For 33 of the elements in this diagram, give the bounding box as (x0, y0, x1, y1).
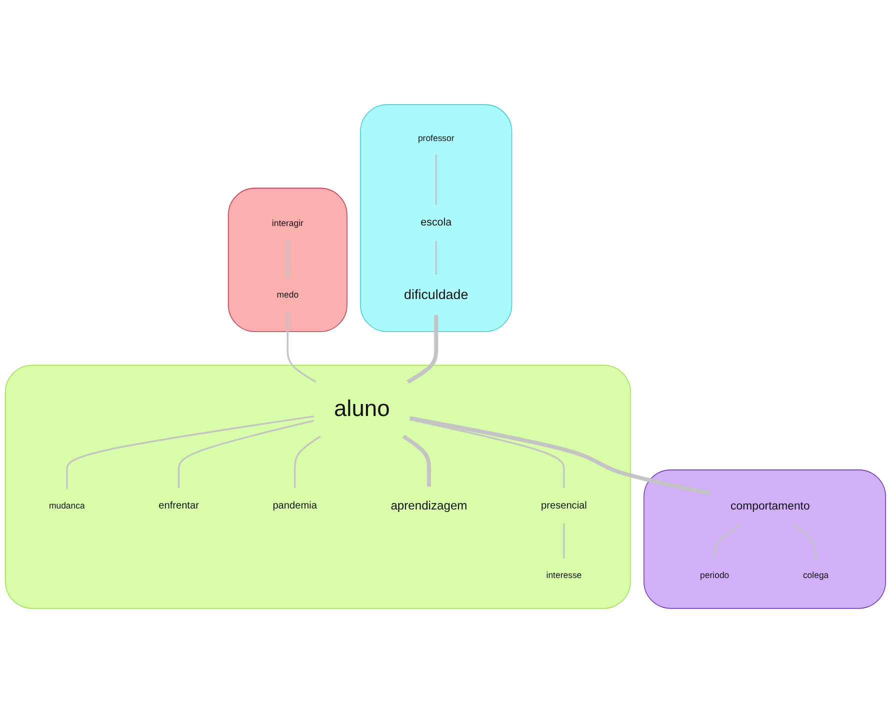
node-text: interagir (272, 218, 304, 228)
node-text: presencial (541, 500, 587, 511)
connector (435, 241, 437, 275)
node-text: pandemia (272, 500, 317, 511)
cluster (5, 364, 631, 609)
connector (406, 314, 438, 384)
connector (435, 154, 437, 205)
connector (402, 434, 431, 487)
node-text: medo (276, 290, 299, 300)
connector (178, 420, 314, 488)
node-text: enfrentar (158, 500, 199, 511)
node-text: mudanca (48, 500, 85, 511)
node-text: periodo (700, 570, 730, 580)
connector (793, 524, 817, 558)
cluster (228, 188, 348, 332)
node-text: aluno (334, 396, 390, 422)
connector (410, 416, 711, 496)
connector (66, 415, 314, 490)
node-text: aprendizagem (390, 498, 468, 512)
node-text: dificuldade (404, 287, 468, 302)
cluster (644, 470, 886, 609)
node-text: professor (418, 132, 454, 143)
node-text: escola (420, 216, 452, 228)
connector (563, 523, 565, 558)
node-text: interesse (546, 570, 582, 580)
node-text: comportamento (730, 499, 810, 512)
connector (714, 524, 742, 558)
connector (286, 311, 316, 383)
connector (286, 240, 288, 278)
connector (410, 418, 565, 488)
cluster (360, 104, 512, 332)
connector (294, 436, 321, 488)
node-text: colega (802, 570, 829, 580)
